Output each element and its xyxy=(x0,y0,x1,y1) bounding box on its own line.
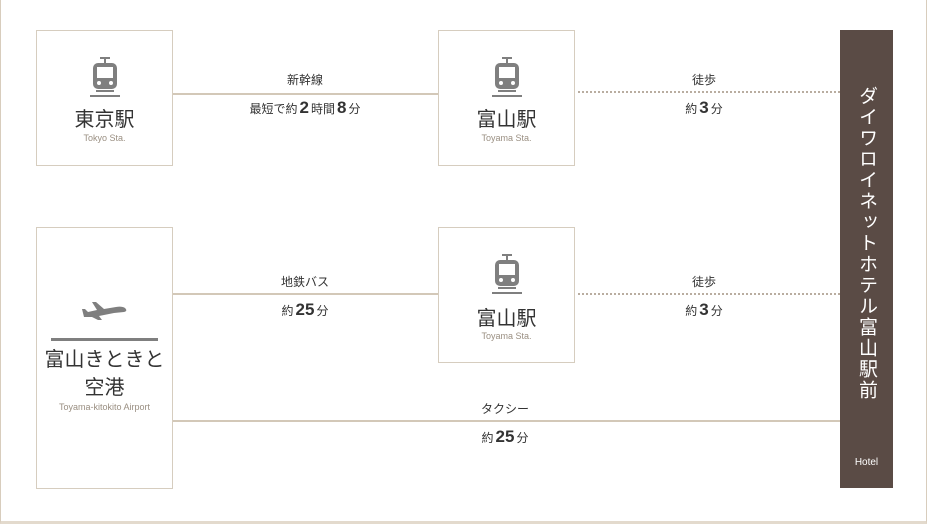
station-name: 東京駅 xyxy=(74,107,135,131)
duration-minutes-unit: 分 xyxy=(348,102,361,116)
bus-line xyxy=(173,293,438,295)
train-icon xyxy=(89,57,120,97)
bus-unit: 分 xyxy=(316,304,329,318)
airport-sub: Toyama-kitokito Airport xyxy=(58,402,151,412)
station-sub: Tokyo Sta. xyxy=(83,133,126,143)
taxi-line xyxy=(173,420,840,422)
airport-name-line1: 富山きときと xyxy=(44,347,165,371)
duration-hours: 2 xyxy=(299,98,309,117)
train-icon xyxy=(491,57,522,97)
taxi-unit: 分 xyxy=(516,431,529,445)
station-name: 富山駅 xyxy=(476,306,537,330)
station-name: 富山駅 xyxy=(476,107,537,131)
hotel-label: Hotel xyxy=(854,457,879,468)
walk-prefix: 約 xyxy=(685,102,698,116)
duration-hours-unit: 時間 xyxy=(310,102,336,116)
walk-minutes: 3 xyxy=(699,98,709,117)
station-toyama-2: 富山駅 Toyama Sta. xyxy=(438,227,575,363)
duration-minutes: 8 xyxy=(337,98,347,117)
line-name-bus: 地鉄バス xyxy=(280,275,330,289)
walk-minutes: 3 xyxy=(699,300,709,319)
station-sub: Toyama Sta. xyxy=(481,133,532,143)
line-name-taxi: タクシー xyxy=(480,402,530,416)
train-icon xyxy=(491,254,522,294)
walk-unit: 分 xyxy=(710,102,723,116)
station-airport: 富山きときと 空港 Toyama-kitokito Airport xyxy=(36,227,173,489)
bus-prefix: 約 xyxy=(281,304,294,318)
bus-minutes: 25 xyxy=(295,300,315,319)
airport-divider xyxy=(51,338,158,341)
station-toyama-1: 富山駅 Toyama Sta. xyxy=(438,30,575,166)
walk-label-1: 徒歩 xyxy=(691,73,717,87)
hotel-column: ダイワロイネットホテル富山駅前 Hotel xyxy=(840,30,893,488)
airport-name-line2: 空港 xyxy=(84,375,125,399)
station-tokyo: 東京駅 Tokyo Sta. xyxy=(36,30,173,166)
walk-line-1 xyxy=(578,91,840,93)
duration-prefix: 最短で約 xyxy=(249,102,298,116)
walk-prefix: 約 xyxy=(685,304,698,318)
airplane-icon xyxy=(81,302,126,320)
line-name-shinkansen: 新幹線 xyxy=(286,73,324,87)
taxi-prefix: 約 xyxy=(481,431,494,445)
shinkansen-line xyxy=(173,93,438,95)
station-sub: Toyama Sta. xyxy=(481,331,532,341)
walk-label-2: 徒歩 xyxy=(691,275,717,289)
walk-unit: 分 xyxy=(710,304,723,318)
walk-line-2 xyxy=(578,293,840,295)
taxi-minutes: 25 xyxy=(495,427,515,446)
hotel-name: ダイワロイネットホテル富山駅前 xyxy=(856,86,878,401)
